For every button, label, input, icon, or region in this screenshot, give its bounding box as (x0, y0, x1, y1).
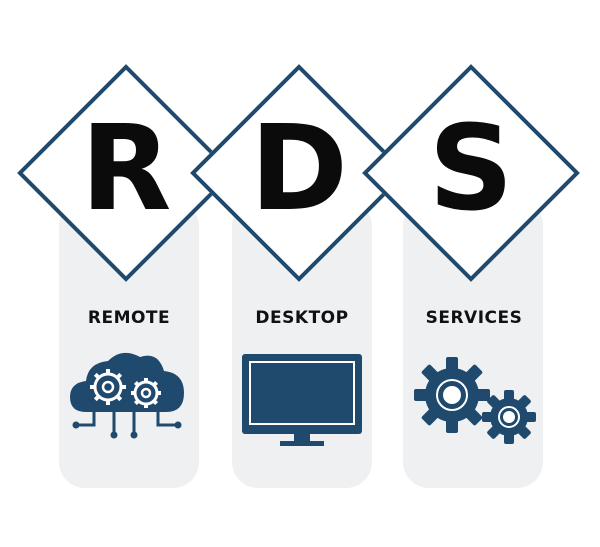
letter-d: D (250, 99, 348, 237)
cloud-gears-icon (70, 352, 184, 439)
word-services: SERVICES (425, 308, 523, 328)
word-remote: REMOTE (87, 308, 171, 328)
letter-r: R (80, 99, 172, 237)
letter-s: S (428, 99, 514, 237)
gears-icon (414, 357, 536, 444)
word-desktop: DESKTOP (255, 308, 349, 328)
monitor-icon (242, 354, 362, 446)
